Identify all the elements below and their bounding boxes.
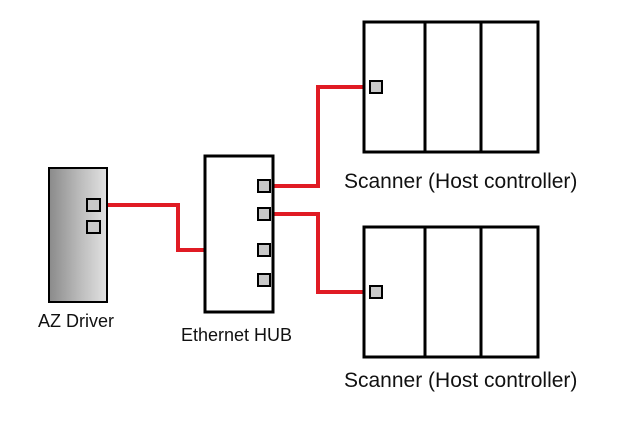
hub-port-4: [257, 273, 271, 287]
scanner-bottom-device: [362, 225, 540, 359]
az-driver-label: AZ Driver: [38, 311, 114, 331]
scanner-top-port: [369, 80, 383, 94]
hub-port-2: [257, 207, 271, 221]
az-driver-port-2: [86, 220, 101, 234]
cable-hub-to-scanner-top: [268, 85, 372, 188]
az-driver-port-1: [86, 198, 101, 212]
ethernet-hub-label: Ethernet HUB: [181, 325, 293, 345]
scanner-top-label: Scanner (Host controller): [344, 170, 578, 193]
ethernet-hub-device: [203, 154, 275, 314]
az-driver-body: [48, 167, 108, 303]
cable-hub-to-scanner-bottom: [268, 212, 372, 294]
hub-port-3: [257, 243, 271, 257]
scanner-top-body: [362, 20, 540, 154]
hub-port-1: [257, 179, 271, 193]
scanner-top-device: [362, 20, 540, 154]
scanner-bottom-body: [362, 225, 540, 359]
scanner-bottom-port: [369, 285, 383, 299]
scanner-bottom-label: Scanner (Host controller): [344, 369, 578, 392]
az-driver-device: [48, 167, 108, 303]
